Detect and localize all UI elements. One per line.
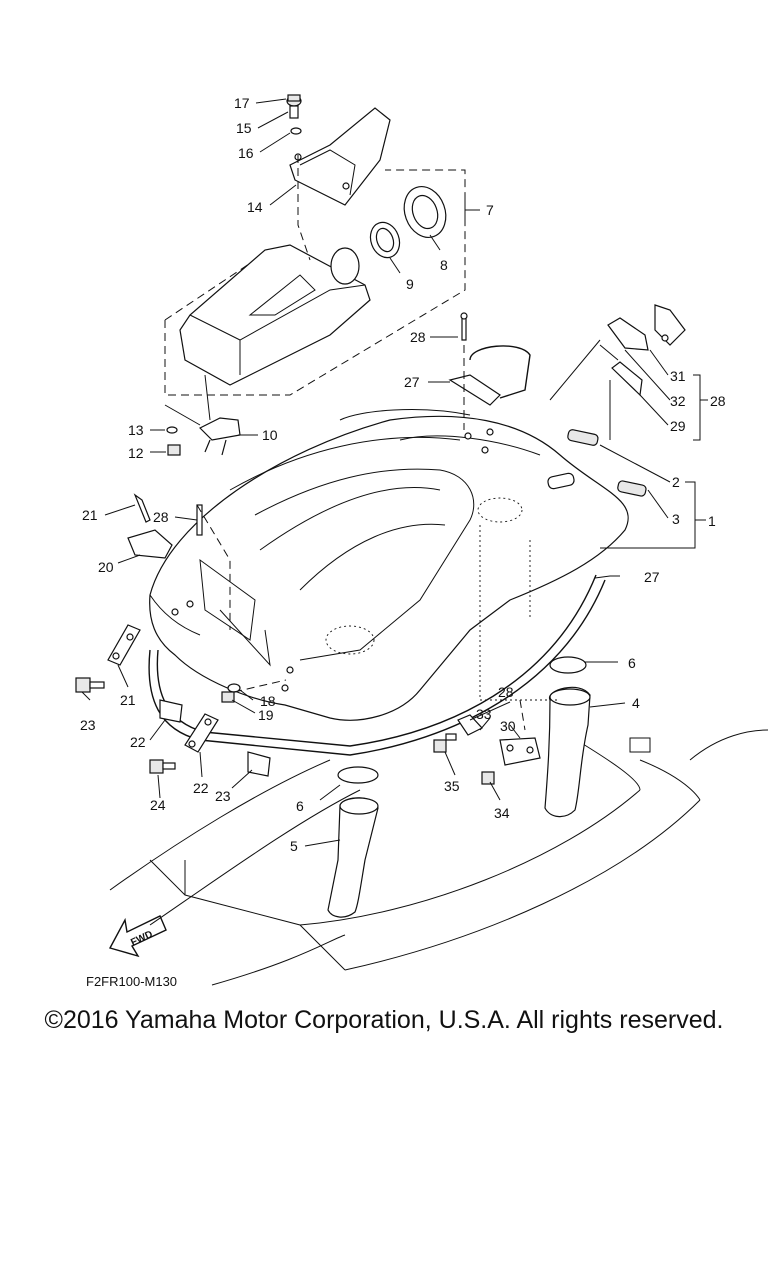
bolt-23-left <box>75 677 105 693</box>
leader-lines <box>81 98 708 847</box>
washer-18 <box>221 691 235 703</box>
callout-10: 10 <box>262 427 278 443</box>
clamp-6-left <box>337 766 379 784</box>
part-32 <box>654 304 686 346</box>
callout-31: 31 <box>670 368 686 384</box>
callout-14: 15 <box>236 120 252 136</box>
callout-20: 21 <box>82 507 98 523</box>
pad-2 <box>567 429 599 446</box>
callout-25: 28 <box>410 329 426 345</box>
callout-12: 13 <box>128 422 144 438</box>
callout-16: 17 <box>234 95 250 111</box>
callout-8: 8 <box>440 257 448 273</box>
nut-34 <box>481 771 495 785</box>
screw-20 <box>133 493 151 523</box>
seat-cover-ring <box>403 186 447 238</box>
callout-1: 1 <box>708 513 716 529</box>
callout-15: 16 <box>238 145 254 161</box>
callout-7: 7 <box>486 202 494 218</box>
bolt-35 <box>433 733 457 753</box>
callout-26: 28 <box>153 509 169 525</box>
callout-28-lower: 28 <box>498 684 514 700</box>
hose-5 <box>327 797 379 918</box>
bracket-10 <box>198 417 241 456</box>
hose-4 <box>544 686 591 818</box>
plate-30 <box>499 737 541 766</box>
callout-33: 33 <box>476 706 492 722</box>
callout-32: 32 <box>670 393 686 409</box>
callout-27: 27 <box>644 569 660 585</box>
cap-16 <box>286 94 302 107</box>
callout-23-center: 24 <box>150 797 166 813</box>
bracket-21-left <box>107 624 141 666</box>
washer-15 <box>290 127 302 135</box>
callout-9: 9 <box>406 276 414 292</box>
callout-5: 5 <box>290 838 298 854</box>
callout-18: 19 <box>258 707 274 723</box>
seat-gasket <box>148 574 606 756</box>
bolt-11 <box>167 444 181 456</box>
copyright-notice: ©2016 Yamaha Motor Corporation, U.S.A. A… <box>44 1006 724 1034</box>
pad-3 <box>617 480 647 497</box>
bolt-23-center <box>149 759 176 774</box>
clamp-6-right <box>549 656 587 674</box>
seat-ring <box>369 221 401 259</box>
handle-24 <box>448 345 531 406</box>
callout-2: 2 <box>672 474 680 490</box>
callout-23-left: 23 <box>80 717 96 733</box>
part-29 <box>611 361 643 397</box>
callout-6-right: 6 <box>628 655 636 671</box>
seat <box>179 244 371 386</box>
callout-28-upper: 28 <box>710 393 726 409</box>
seat-group-box <box>164 169 466 396</box>
bracket-13 <box>289 107 391 206</box>
callout-6-left: 6 <box>296 798 304 814</box>
callout-13: 14 <box>247 199 263 215</box>
diagram-code: F2FR100-M130 <box>86 974 177 989</box>
deck-assembly <box>149 409 629 721</box>
callout-22-right: 23 <box>215 788 231 804</box>
washer-12 <box>166 426 178 434</box>
callout-21-center: 22 <box>193 780 209 796</box>
plate-22-left <box>159 699 183 723</box>
callout-3: 3 <box>672 511 680 527</box>
pin-25 <box>460 312 468 341</box>
callout-24: 27 <box>404 374 420 390</box>
callout-4: 4 <box>632 695 640 711</box>
callout-19: 20 <box>98 559 114 575</box>
clip-19 <box>127 529 173 559</box>
callout-labels: 17 15 16 14 7 8 9 28 27 13 10 12 21 28 2… <box>80 95 726 989</box>
callout-35: 35 <box>444 778 460 794</box>
hull-deck-outline <box>109 729 768 986</box>
callout-21-left: 21 <box>120 692 136 708</box>
fwd-arrow-icon: FWD <box>108 915 167 958</box>
exploded-parts-diagram: FWD <box>75 94 768 989</box>
screw-14 <box>289 105 299 119</box>
callout-17: 18 <box>260 693 276 709</box>
callout-22-left: 22 <box>130 734 146 750</box>
plate-22-right <box>247 751 271 777</box>
callout-11: 12 <box>128 445 144 461</box>
callout-34: 34 <box>494 805 510 821</box>
bracket-21-center <box>184 713 219 753</box>
fwd-label: FWD <box>129 929 154 949</box>
callout-30: 30 <box>500 718 516 734</box>
callout-29: 29 <box>670 418 686 434</box>
part-31 <box>607 317 649 351</box>
